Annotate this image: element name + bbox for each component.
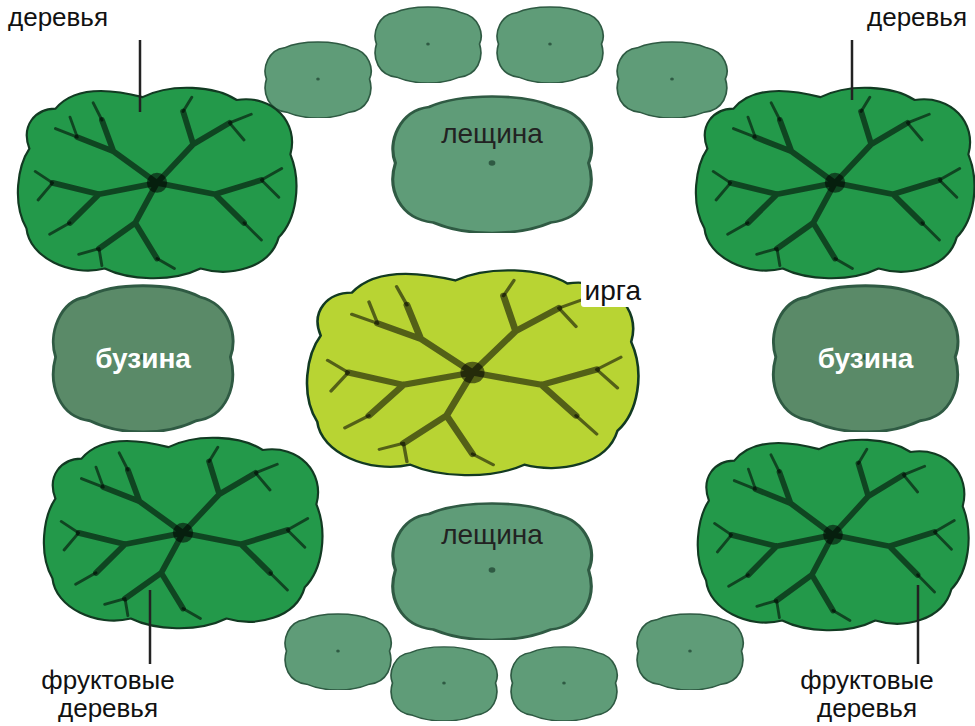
hazel-shrub: лещина	[387, 93, 597, 233]
elder-shrub: бузина	[48, 282, 238, 432]
tree-label: деревья	[707, 4, 967, 31]
hazel-shrub: лещина	[387, 500, 597, 640]
plant-name: бузина	[95, 344, 191, 375]
plant-name: ирга	[581, 276, 645, 307]
tree-label: фруктовые деревья	[767, 667, 967, 722]
text-holder: ирга	[300, 262, 645, 307]
serviceberry-tree: ирга	[300, 262, 645, 477]
text-holder: лещина	[387, 500, 597, 551]
tree-label: фруктовые деревья	[8, 667, 208, 722]
elder-shrub: бузина	[768, 282, 963, 432]
fruit-trees	[18, 88, 975, 630]
plant-name: лещина	[441, 119, 543, 150]
text-holder: бузина	[768, 282, 963, 375]
tree-label: деревья	[8, 4, 268, 31]
text-holder: лещина	[387, 93, 597, 150]
shape-outline	[387, 93, 597, 233]
plant-name: лещина	[441, 520, 543, 551]
plant-name: бузина	[818, 344, 914, 375]
text-holder: бузина	[48, 282, 238, 375]
small-shrubs	[265, 7, 743, 721]
